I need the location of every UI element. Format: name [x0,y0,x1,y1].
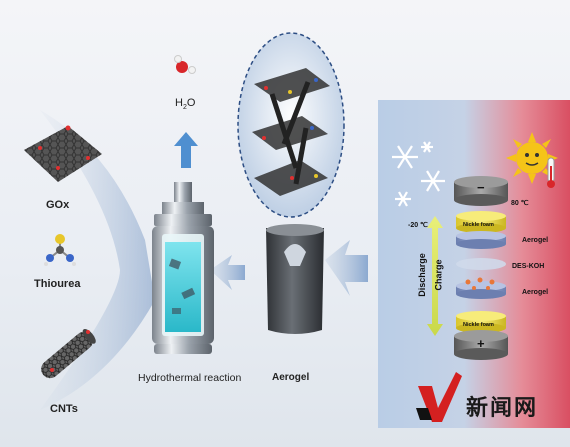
minus-terminal: − [477,180,485,195]
up-arrow-icon [174,132,198,168]
layer-nickel-foam-top: Nickle foam [463,222,494,228]
charge-label: Charge [433,259,444,291]
hydrothermal-label: Hydrothermal reaction [138,372,242,384]
sun-thermometer-icon [506,132,558,188]
layer-aerogel-top: Aerogel [522,237,549,244]
discharge-label: Discharge [416,253,427,297]
hydrothermal-reactor [152,182,214,354]
charge-discharge-arrow-icon [427,216,443,336]
plus-terminal: + [477,336,485,351]
cnts-label: CNTs [50,403,78,415]
layer-nickel-foam-bottom: Nickle foam [463,322,494,328]
water-molecule-icon [174,55,196,74]
snowflake-icon [392,141,445,207]
watermark-text: 新闻网 [466,395,539,421]
watermark-logo [416,372,462,422]
cold-temperature: -20 ℃ [408,222,428,229]
layer-aerogel-bottom: Aerogel [522,289,549,296]
water-label: H2O [175,97,196,112]
hot-temperature: 80 ℃ [511,200,529,207]
gox-sheet-icon [24,125,102,182]
thiourea-molecule-icon [44,234,76,266]
aerogel-zoom-bubble [237,32,345,218]
cnt-tube-icon [41,329,96,379]
battery-stack [454,176,508,360]
gox-label: GOx [46,199,70,211]
aerogel-label: Aerogel [272,372,310,383]
layer-des-koh: DES-KOH [512,263,545,270]
aerogel-cylinder [266,224,324,334]
thiourea-label: Thiourea [34,278,81,290]
